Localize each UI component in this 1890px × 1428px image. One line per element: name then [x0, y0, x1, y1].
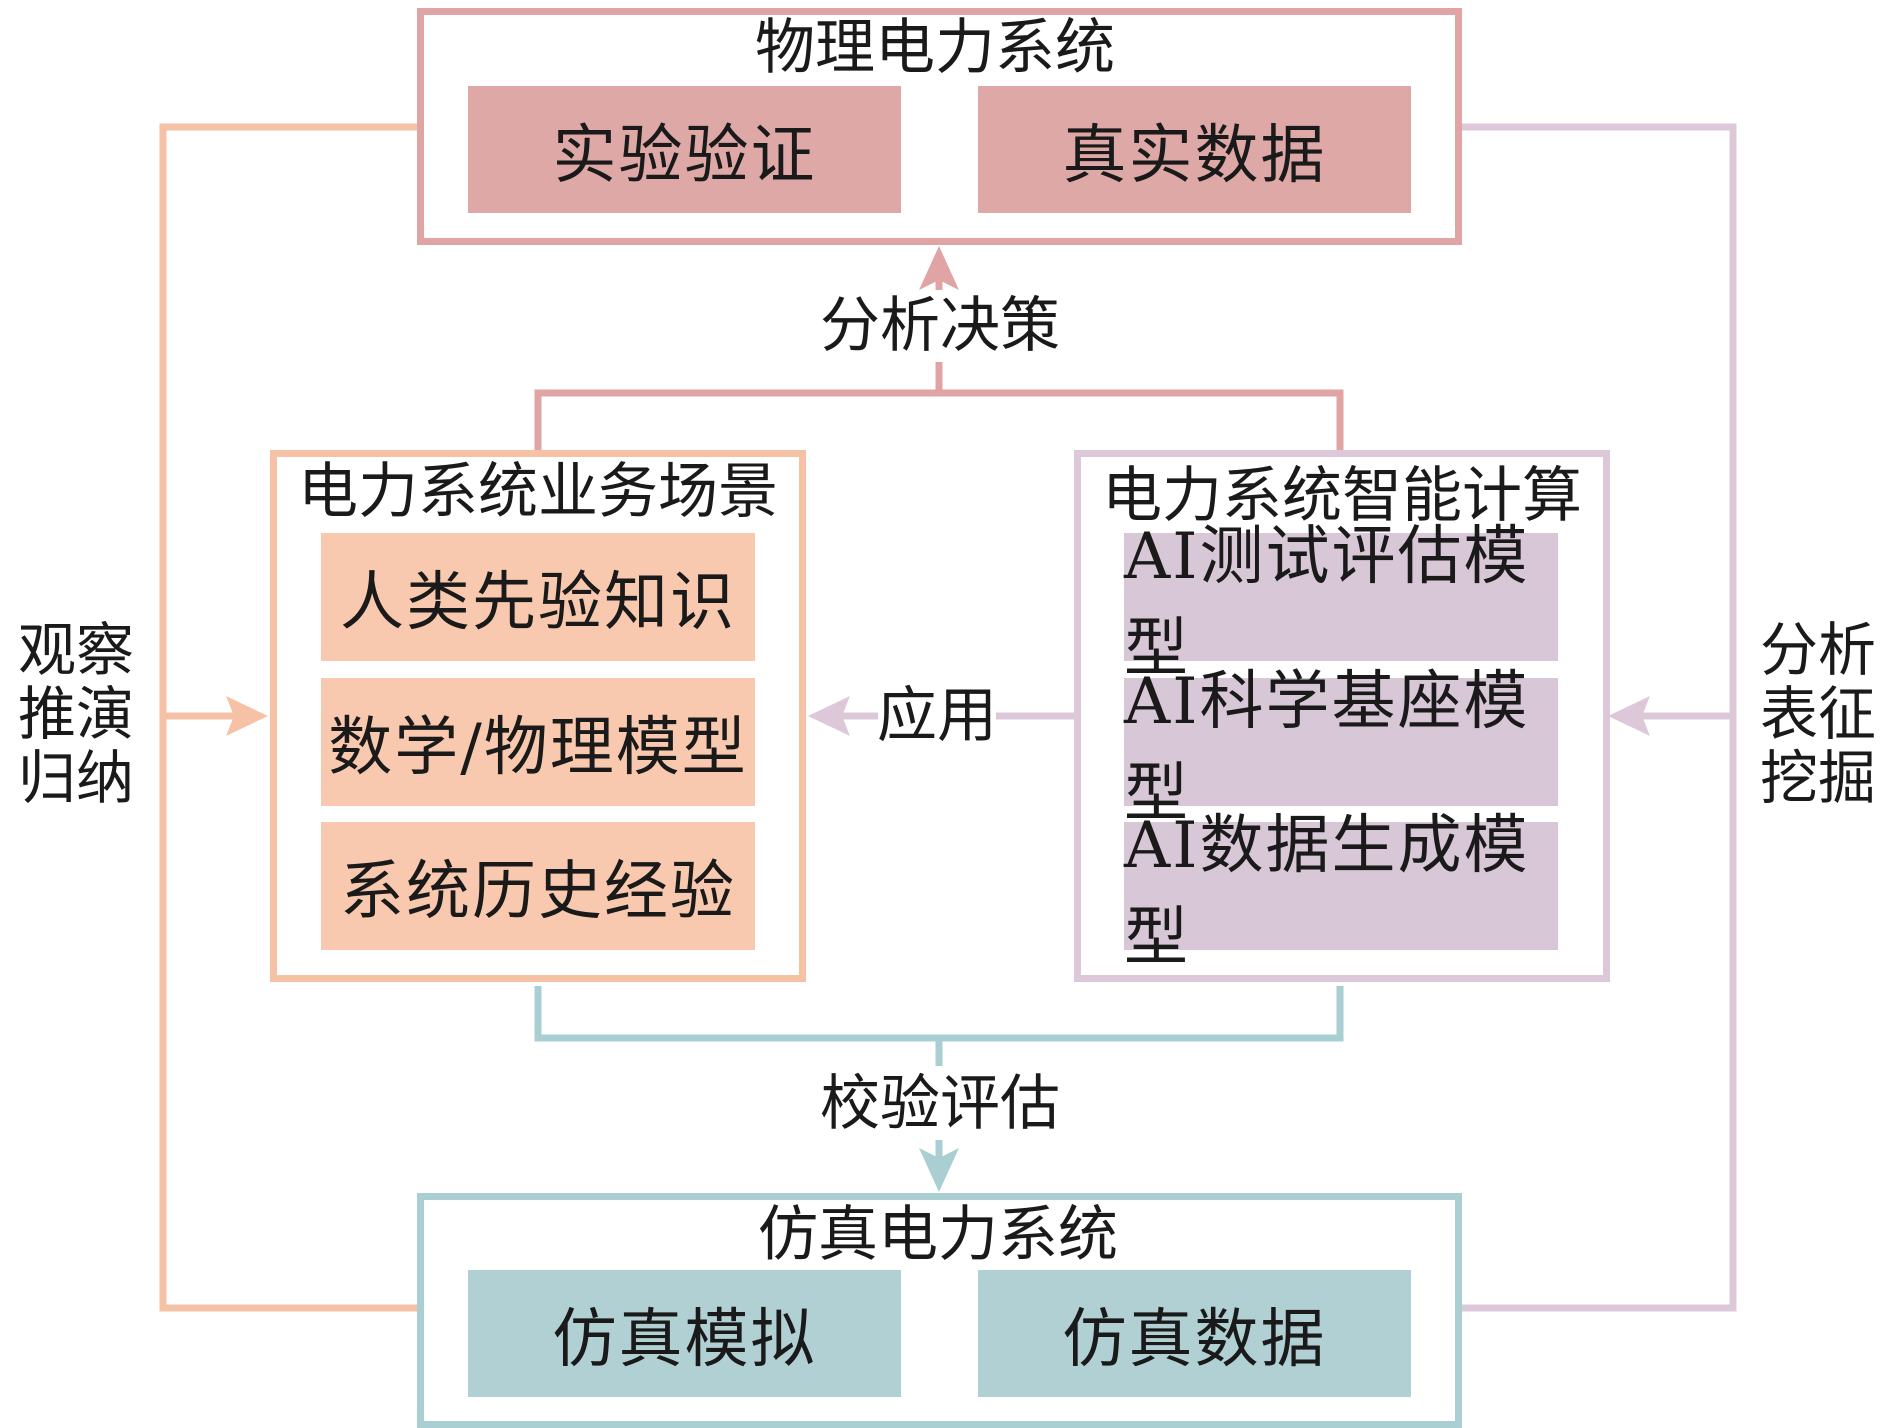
left-flow-line-2: 推演: [17, 680, 134, 748]
right-arrow-head: [1608, 696, 1650, 736]
ai-item-data-gen: AI数据生成模型: [1124, 809, 1558, 975]
left-flow-label: 观察 推演 归纳: [10, 618, 142, 810]
left-flow-line-3: 归纳: [17, 744, 134, 812]
apply-arrow-head: [808, 696, 850, 736]
bottom-bracket-line: [534, 986, 1344, 1042]
physical-item-real-data: 真实数据: [978, 86, 1411, 213]
simulation-item-sim-data: 仿真数据: [978, 1270, 1411, 1397]
top-arrow-head: [919, 246, 959, 290]
verify-evaluate-label: 校验评估: [820, 1069, 1060, 1139]
scenario-item-prior-knowledge: 人类先验知识: [321, 533, 755, 661]
business-scenario-title: 电力系统业务场景: [298, 457, 778, 527]
right-flow-line-1: 分析: [1759, 616, 1876, 684]
scenario-item-math-model: 数学/物理模型: [321, 678, 755, 806]
left-arrow-head: [226, 696, 268, 736]
ai-item-test-eval: AI测试评估模型: [1124, 520, 1558, 686]
analysis-decision-label: 分析决策: [820, 291, 1060, 361]
apply-label: 应用: [877, 681, 997, 751]
right-flow-label: 分析 表征 挖掘: [1752, 618, 1884, 810]
right-flow-line-2: 表征: [1759, 680, 1876, 748]
left-flow-line-1: 观察: [17, 616, 134, 684]
physical-system-title: 物理电力系统: [755, 13, 1115, 83]
physical-item-experiment: 实验验证: [468, 86, 901, 213]
simulation-system-title: 仿真电力系统: [758, 1200, 1118, 1270]
simulation-item-simulate: 仿真模拟: [468, 1270, 901, 1397]
right-flow-line-3: 挖掘: [1759, 744, 1876, 812]
intelligent-computing-title: 电力系统智能计算: [1102, 461, 1582, 531]
ai-item-foundation: AI科学基座模型: [1124, 665, 1558, 831]
bottom-arrow-head: [919, 1148, 959, 1192]
top-bracket-line: [534, 389, 1344, 450]
scenario-item-history: 系统历史经验: [321, 822, 755, 950]
